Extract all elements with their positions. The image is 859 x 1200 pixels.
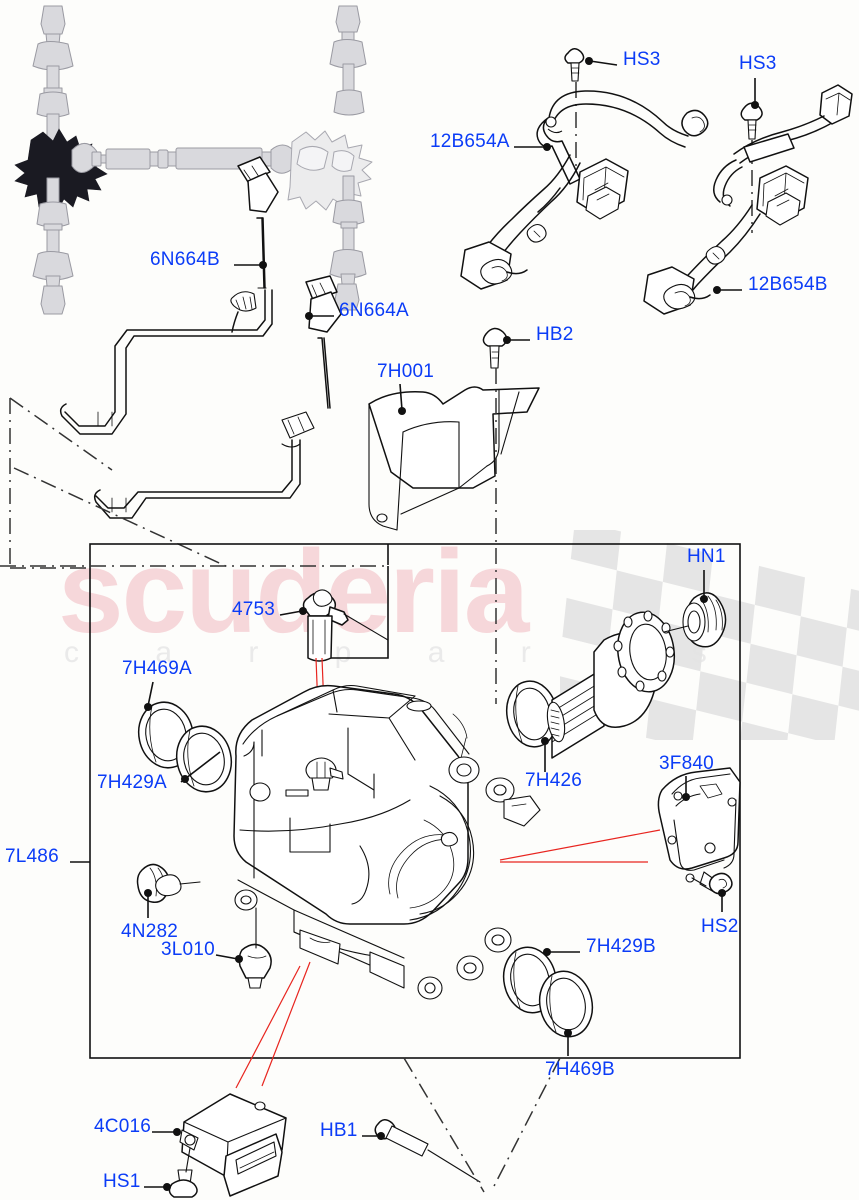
cover-plate-3f840-illustration	[657, 767, 741, 895]
seal-7h426-illustration	[505, 680, 559, 748]
part-label-hb1[interactable]: HB1	[320, 1120, 358, 1141]
screw-hs2-illustration	[691, 871, 733, 895]
part-label-4c016[interactable]: 4C016	[94, 1116, 151, 1137]
part-label-hs3-right[interactable]: HS3	[739, 53, 777, 74]
part-label-12b654a[interactable]: 12B654A	[430, 131, 510, 152]
flange-nut-hn1-illustration	[663, 592, 727, 648]
screw-hs3-left-illustration	[564, 48, 585, 82]
part-label-hs1[interactable]: HS1	[103, 1171, 141, 1192]
part-label-3f840[interactable]: 3F840	[659, 753, 714, 774]
transfer-case-housing-illustration	[233, 684, 541, 1000]
part-label-hb2[interactable]: HB2	[536, 324, 574, 345]
breather-boss	[305, 757, 344, 791]
part-label-7h001[interactable]: 7H001	[377, 361, 434, 382]
driveshaft-assembly-illustration	[14, 5, 373, 315]
bolt-hb1-illustration	[374, 1119, 481, 1183]
part-label-7h429a[interactable]: 7H429A	[97, 772, 167, 793]
part-label-hs2[interactable]: HS2	[701, 916, 739, 937]
part-label-12b654b[interactable]: 12B654B	[748, 274, 828, 295]
part-label-hn1[interactable]: HN1	[687, 546, 726, 567]
part-label-7h426[interactable]: 7H426	[525, 770, 582, 791]
part-label-6n664b[interactable]: 6N664B	[150, 249, 220, 270]
bolt-hb2-illustration	[482, 327, 508, 369]
breather-valve-illustration	[302, 589, 389, 763]
screw-hs3-right-illustration	[740, 102, 763, 140]
part-label-3l010[interactable]: 3L010	[161, 939, 215, 960]
part-label-4n282[interactable]: 4N282	[121, 921, 178, 942]
heat-shield-illustration	[368, 327, 540, 704]
screw-hs1-illustration	[168, 1147, 198, 1198]
seal-7h469b-illustration	[538, 970, 594, 1038]
part-label-6n664a[interactable]: 6N664A	[339, 300, 409, 321]
control-module-4c016-illustration	[168, 961, 311, 1198]
drain-plug-3l010-illustration	[238, 907, 272, 989]
output-flange-illustration	[546, 592, 727, 759]
part-label-hs3-left[interactable]: HS3	[623, 49, 661, 70]
part-label-7h469b[interactable]: 7H469B	[545, 1059, 615, 1080]
part-label-4753[interactable]: 4753	[232, 599, 276, 620]
cover-plate-callout-lines	[499, 829, 661, 863]
wiring-harness-a-illustration	[460, 48, 709, 290]
part-label-7h429b[interactable]: 7H429B	[586, 936, 656, 957]
part-label-7l486[interactable]: 7L486	[5, 846, 59, 867]
wiring-harness-b-illustration	[643, 84, 853, 315]
cooler-hoses-illustration	[59, 156, 342, 519]
part-label-7h469a[interactable]: 7H469A	[122, 658, 192, 679]
reference-outline-left	[9, 397, 231, 569]
leader-lines	[70, 57, 759, 1191]
